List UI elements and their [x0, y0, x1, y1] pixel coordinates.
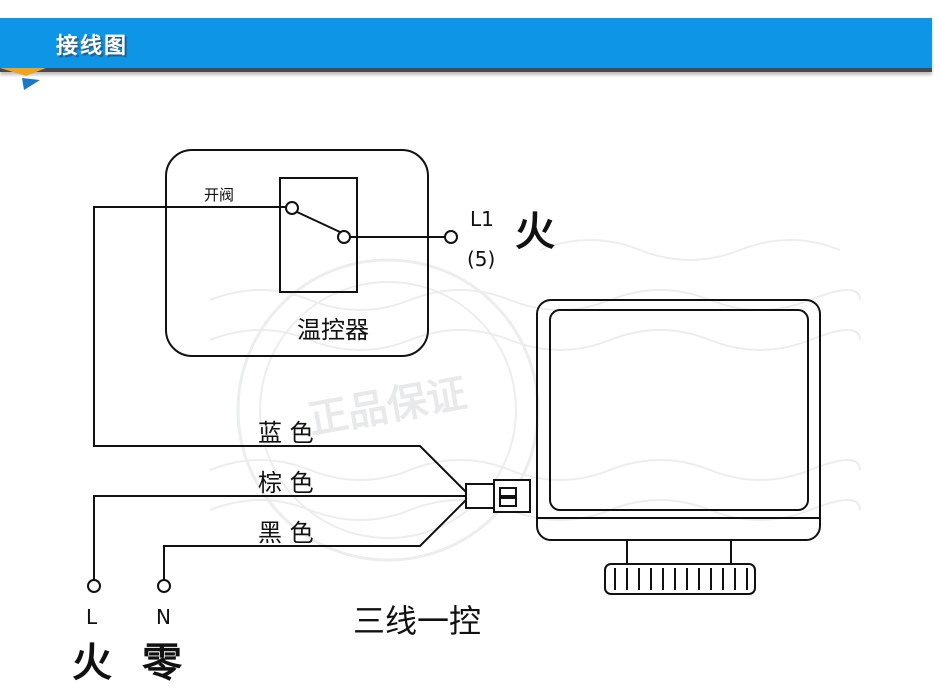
- wire-black: [163, 499, 467, 580]
- actuator: [536, 299, 821, 595]
- wires: [93, 206, 467, 580]
- header-bar: 接线图: [0, 18, 932, 72]
- switch-lever: [296, 211, 341, 233]
- watermark-text: 正品保证: [305, 371, 471, 444]
- terminal-n: [157, 579, 171, 593]
- terminal-l1-label: L1: [470, 207, 494, 231]
- terminal-n-label: N: [156, 605, 171, 629]
- switch-label: 开阀: [204, 186, 234, 204]
- terminal-l: [87, 579, 101, 593]
- wire-brown-label: 棕 色: [258, 469, 314, 497]
- wire-brown: [93, 495, 466, 580]
- live-label: 火: [72, 640, 112, 686]
- header-fold-decoration: [0, 68, 46, 90]
- thermostat-label: 温控器: [297, 316, 369, 344]
- connector-plug: [465, 479, 531, 513]
- actuator-knob-teeth: [614, 568, 748, 590]
- wire-blue: [93, 206, 467, 493]
- thermostat-box: [165, 149, 429, 357]
- neutral-label: 零: [142, 640, 183, 686]
- terminal-l-label: L: [86, 605, 98, 629]
- switch-box: [279, 177, 358, 293]
- terminal-l1-number: (5): [467, 247, 495, 271]
- terminal-l1: [444, 230, 458, 244]
- switch-contact-left: [285, 201, 299, 215]
- wire-blue-label: 蓝 色: [258, 419, 314, 447]
- diagram-caption: 三线一控: [353, 602, 481, 640]
- terminal-l1-live: 火: [515, 209, 555, 255]
- page-title: 接线图: [56, 34, 129, 59]
- switch-contact-right: [337, 230, 351, 244]
- wire-black-label: 黑 色: [258, 519, 314, 547]
